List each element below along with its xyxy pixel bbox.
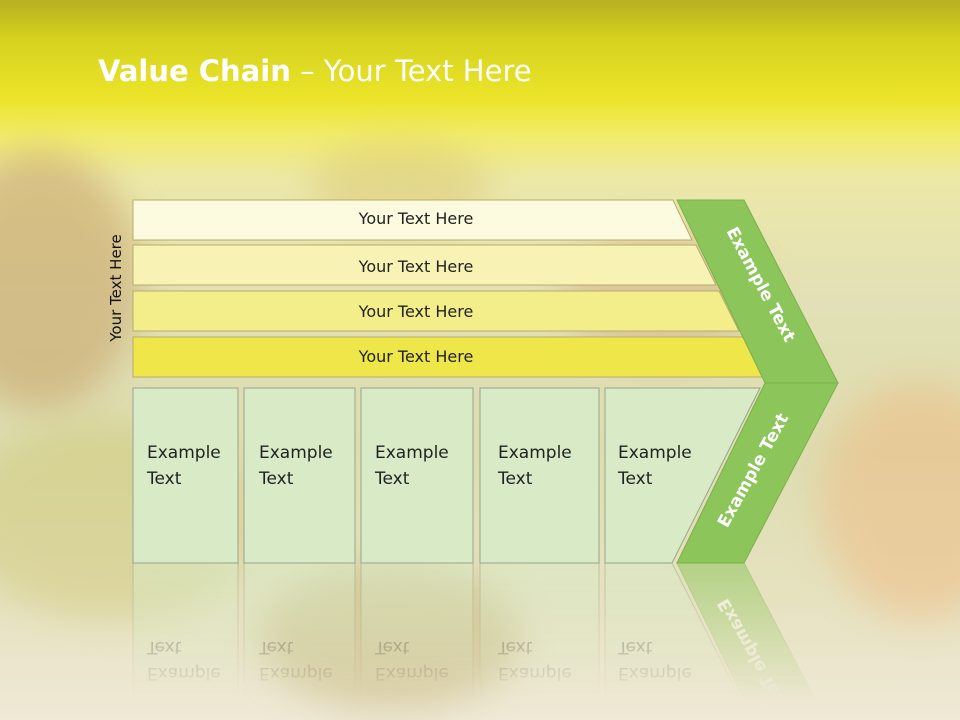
reflection-box-3-line1: Example bbox=[375, 663, 449, 683]
box-4 bbox=[479, 387, 600, 564]
chevron-upper-half bbox=[676, 199, 839, 384]
box-5-line2: Text bbox=[617, 469, 653, 489]
bar-2-label: Your Text Here bbox=[358, 257, 474, 276]
svg-text:ExampleText: ExampleText bbox=[258, 443, 333, 489]
svg-text:ExampleText: Example Text bbox=[374, 637, 449, 683]
reflection-box-4-line1: Example bbox=[498, 663, 572, 683]
page-title: Value Chain – Your Text Here bbox=[98, 54, 532, 88]
reflection-box-1-line1: Example bbox=[147, 663, 221, 683]
reflection-box-2 bbox=[243, 562, 356, 720]
title-bold: Value Chain bbox=[98, 54, 291, 88]
box-2-line2: Text bbox=[258, 469, 294, 489]
box-3-line2: Text bbox=[374, 469, 410, 489]
reflection-box-4-line2: Text bbox=[497, 637, 533, 657]
reflection-box-1 bbox=[132, 562, 239, 720]
svg-text:ExampleText: ExampleText bbox=[497, 443, 572, 489]
box-3 bbox=[360, 387, 474, 564]
svg-text:ExampleText: ExampleText bbox=[374, 443, 449, 489]
svg-text:ExampleText: ExampleText bbox=[617, 443, 692, 489]
bar-1 bbox=[132, 199, 693, 241]
reflection-box-5-line1: Example bbox=[618, 663, 692, 683]
svg-text:ExampleText: Example Text bbox=[258, 637, 333, 683]
reflection-box-4 bbox=[479, 562, 600, 720]
reflection-box-1-line2: Text bbox=[146, 637, 182, 657]
bar-3 bbox=[132, 290, 740, 332]
title-rest: – Your Text Here bbox=[290, 54, 532, 88]
reflection-box-3-line2: Text bbox=[374, 637, 410, 657]
box-2-line1: Example bbox=[259, 443, 333, 463]
bar-2 bbox=[132, 244, 717, 286]
box-4-line2: Text bbox=[497, 469, 533, 489]
bar-3-label: Your Text Here bbox=[358, 302, 474, 321]
box-3-line1: Example bbox=[375, 443, 449, 463]
box-2 bbox=[243, 387, 356, 564]
svg-text:ExampleText: ExampleText bbox=[146, 443, 221, 489]
reflection-box-3 bbox=[360, 562, 474, 720]
box-1-line2: Text bbox=[146, 469, 182, 489]
box-5 bbox=[604, 387, 761, 564]
box-1-line1: Example bbox=[147, 443, 221, 463]
reflection-box-5-line2: Text bbox=[617, 637, 653, 657]
reflection-box-2-line2: Text bbox=[258, 637, 294, 657]
box-4-line1: Example bbox=[498, 443, 572, 463]
diagram-reflection: Example Text Example Text Example Text Exam… bbox=[132, 562, 827, 720]
svg-text:ExampleText: Example Text bbox=[497, 637, 572, 683]
svg-text:ExampleText: Example Text bbox=[617, 637, 692, 683]
box-5-line1: Example bbox=[618, 443, 692, 463]
reflection-box-2-line1: Example bbox=[259, 663, 333, 683]
bar-1-label: Your Text Here bbox=[358, 209, 474, 228]
bar-4-label: Your Text Here bbox=[358, 347, 474, 366]
svg-text:ExampleText: Example Text bbox=[146, 637, 221, 683]
box-1 bbox=[132, 387, 239, 564]
